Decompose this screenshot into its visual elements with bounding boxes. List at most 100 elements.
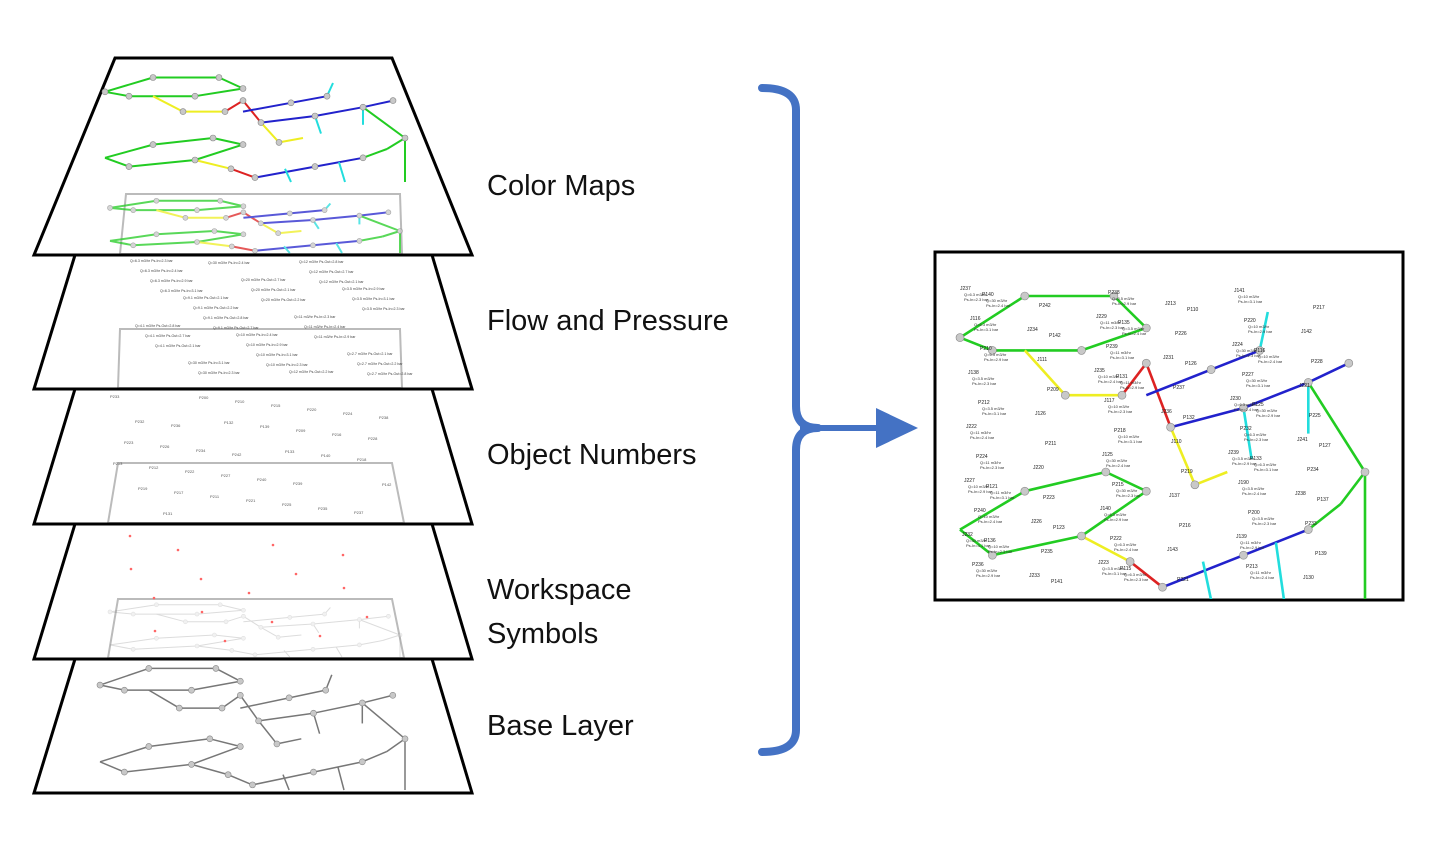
flow-pressure-text: Q=30 m3/hr Ps-In=2.3 bar: [198, 371, 241, 375]
junction-node: [322, 686, 330, 694]
symbol-marker: [176, 548, 180, 552]
pipe-segment: [992, 534, 1082, 557]
pipe-segment: [109, 604, 157, 613]
junction-node: [1020, 291, 1030, 301]
combined-label-text: P223: [1043, 495, 1055, 501]
combined-label-text: J116: [970, 316, 981, 322]
label-object-numbers: Object Numbers: [487, 439, 697, 471]
junction-node: [321, 207, 328, 213]
pipe-segment: [359, 640, 383, 646]
junction-node: [239, 85, 247, 92]
flow-pressure-text: Q=20 m3/hr Ps-Out=2.7 bar: [241, 278, 286, 282]
combined-label-text: P115: [1120, 566, 1132, 572]
combined-flow-text: Q=6.3 m3/hr: [1124, 572, 1147, 577]
base-pipe-network: [96, 665, 409, 791]
pipe-segment: [284, 168, 292, 183]
pipe-segment: [104, 156, 130, 168]
object-number-text: P224: [343, 411, 353, 416]
flow-pressure-text: Q=6.3 m3/hr Ps-In=3.1 bar: [160, 289, 204, 293]
combined-label-text: J232: [962, 532, 973, 538]
combined-label-text: P238: [1108, 290, 1120, 296]
pipe-segment: [214, 634, 244, 639]
junction-node: [1239, 550, 1248, 560]
combined-pressure-text: Ps-In=2.9 bar: [1240, 545, 1265, 550]
object-number-text: P140: [321, 453, 331, 458]
combined-label-text: P240: [974, 508, 986, 514]
junction-node: [1158, 582, 1167, 592]
flow-pressure-text: Q=6.3 m3/hr Ps-In=2.4 bar: [140, 269, 184, 273]
junction-node: [252, 652, 258, 658]
pipe-segment: [215, 667, 241, 682]
junction-node: [130, 242, 136, 249]
combined-flow-text: Q=11 m3/hr: [980, 460, 1002, 465]
combined-label-text: J139: [1236, 534, 1247, 540]
pipe-segment: [362, 148, 388, 159]
junction-node: [130, 207, 136, 213]
junction-node: [389, 691, 397, 699]
junction-node: [183, 619, 188, 625]
pipe-segment: [1129, 560, 1164, 589]
combined-pressure-text: Ps-In=3.1 bar: [1254, 467, 1279, 472]
junction-node: [1020, 486, 1030, 496]
pipe-segment: [218, 76, 244, 90]
junction-node: [988, 550, 997, 560]
junction-node: [237, 677, 244, 685]
combined-label-text: P213: [1246, 564, 1258, 570]
junction-node: [206, 735, 214, 743]
pipe-segment: [335, 646, 343, 658]
combined-pressure-text: Ps-In=2.9 bar: [1112, 301, 1137, 306]
pipe-segment: [258, 712, 314, 722]
junction-node: [121, 768, 128, 776]
pipe-segment: [314, 106, 364, 117]
junction-node: [1101, 467, 1111, 477]
combined-flow-text: Q=6.3 m3/hr: [984, 352, 1007, 357]
pipe-segment: [959, 528, 994, 557]
pipe-segment: [382, 634, 401, 641]
junction-node: [386, 613, 391, 619]
pipe-segment: [196, 241, 232, 248]
combined-pressure-text: Ps-In=2.9 bar: [1256, 413, 1281, 418]
combined-flow-text: Q=10 m3/hr: [1238, 294, 1260, 299]
pipe-segment: [243, 615, 262, 628]
combined-label-text: P232: [1240, 426, 1252, 432]
pipe-segment: [133, 241, 198, 247]
pipe-segment: [1242, 407, 1253, 460]
junction-node: [212, 665, 220, 672]
layer-base: [31, 657, 475, 795]
symbol-ghost-net: [107, 602, 403, 658]
combined-pressure-text: Ps-In=2.9 bar: [968, 489, 993, 494]
pipe-segment: [1112, 295, 1148, 329]
pipe-segment: [152, 137, 214, 146]
pipe-segment: [283, 245, 291, 254]
pipe-segment: [324, 607, 331, 615]
symbol-marker: [270, 620, 274, 624]
combined-label-text: J233: [1029, 573, 1040, 579]
junction-node: [153, 231, 160, 238]
junction-node: [130, 646, 136, 652]
pipe-segment: [959, 336, 993, 352]
object-number-text: P221: [246, 498, 256, 503]
flow-pressure-text: Q=4.1 m3/hr Ps-Out=2.1 bar: [155, 344, 201, 348]
junction-node: [241, 607, 246, 613]
label-workspace-line2: Symbols: [487, 618, 599, 650]
combined-pressure-text: Ps-In=2.3 bar: [1244, 437, 1269, 442]
combined-pressure-text: Ps-In=2.4 bar: [1258, 359, 1283, 364]
object-number-text: P238: [379, 415, 389, 420]
arrow-head: [876, 408, 918, 448]
junction-node: [241, 635, 246, 641]
combined-label-text: J213: [1165, 301, 1176, 307]
layer-plane: [31, 657, 475, 795]
pipe-segment: [243, 616, 290, 623]
object-number-text: P228: [368, 436, 378, 441]
combined-pressure-text: Ps-In=3.1 bar: [1238, 299, 1263, 304]
flow-pressure-text: Q=9.1 m3/hr Ps-Out=2.7 bar: [213, 326, 259, 330]
pipe-segment: [1120, 362, 1148, 396]
symbol-marker: [247, 591, 251, 595]
bracket: [758, 84, 822, 756]
combined-label-text: P140: [982, 292, 994, 298]
junction-node: [251, 174, 259, 181]
combined-flow-text: Q=11 m3/hr: [970, 430, 992, 435]
flow-pressure-text: Q=11 m3/hr Ps-In=2.3 bar: [294, 315, 336, 319]
